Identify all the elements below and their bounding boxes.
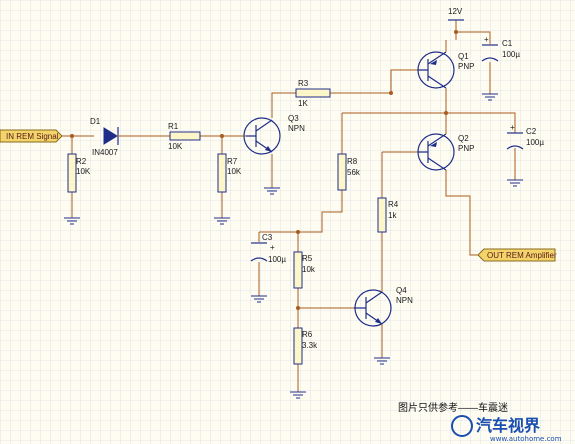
r3-ref: R3 [298,79,309,88]
resistor-r3: R3 1K [295,79,331,108]
watermark-title: 汽车视界 [476,416,540,435]
r2-ref: R2 [76,157,87,166]
junction-dots [70,30,458,310]
watermark-sub: www.autohome.com [490,435,562,443]
wires [62,20,516,392]
q4-type: NPN [396,296,413,305]
c2-plus: + [510,123,515,132]
r4-value: 1k [388,211,397,220]
capacitor-c3: C3 + 100µ [250,233,286,264]
capacitor-c1: + C1 100µ [481,35,520,62]
resistor-r5: R5 10k [293,251,316,289]
output-port: OUT REM Amplifier [477,248,557,262]
d1-value: IN4007 [92,148,118,157]
resistor-r4: R4 1k [377,197,399,233]
transistor-q4: Q4 NPN [354,286,413,330]
capacitor-c2: + C2 100µ [506,123,544,150]
ground-symbols [64,93,523,399]
supply-12v: 12V [448,7,464,21]
transistor-q2: Q2 PNP [417,128,474,183]
q3-type: NPN [288,124,305,133]
supply-label: 12V [448,7,463,16]
r8-value: 56k [347,168,361,177]
transistor-q1: Q1 PNP [417,40,474,100]
r4-ref: R4 [388,200,399,209]
watermark-logo: 汽车视界 www.autohome.com [451,415,562,443]
reference-note: 图片只供参考——车震迷 [398,401,508,414]
q2-ref: Q2 [458,134,469,143]
resistor-r7: R7 10K [217,153,242,193]
q2-type: PNP [458,144,474,153]
d1-ref: D1 [90,117,101,126]
c2-value: 100µ [526,138,544,147]
r6-value: 3.3k [302,341,318,350]
resistor-r1: R1 10K [168,122,201,151]
c3-plus: + [270,243,275,252]
output-port-label: OUT REM Amplifier [487,251,557,260]
diode-d1: D1 IN4007 [90,117,120,157]
r5-value: 10k [302,265,316,274]
r6-ref: R6 [302,330,313,339]
r8-ref: R8 [347,157,358,166]
r5-ref: R5 [302,254,313,263]
c1-plus: + [484,35,489,44]
r7-ref: R7 [227,157,238,166]
r2-value: 10K [76,167,91,176]
q4-ref: Q4 [396,286,407,295]
r7-value: 10K [227,167,242,176]
c3-ref: C3 [262,233,273,242]
c1-ref: C1 [502,39,513,48]
c3-value: 100µ [268,255,286,264]
resistor-r2: R2 10K [67,153,91,193]
q1-type: PNP [458,62,474,71]
q1-ref: Q1 [458,52,469,61]
input-port: IN REM Signal [0,129,63,143]
q3-ref: Q3 [288,114,299,123]
resistor-r8: R8 56k [337,153,361,191]
transistor-q3: Q3 NPN [243,114,305,155]
r3-value: 1K [298,99,308,108]
input-port-label: IN REM Signal [6,132,59,141]
r1-value: 10K [168,142,183,151]
c2-ref: C2 [526,127,537,136]
resistor-r6: R6 3.3k [293,327,318,365]
c1-value: 100µ [502,50,520,59]
r1-ref: R1 [168,122,179,131]
